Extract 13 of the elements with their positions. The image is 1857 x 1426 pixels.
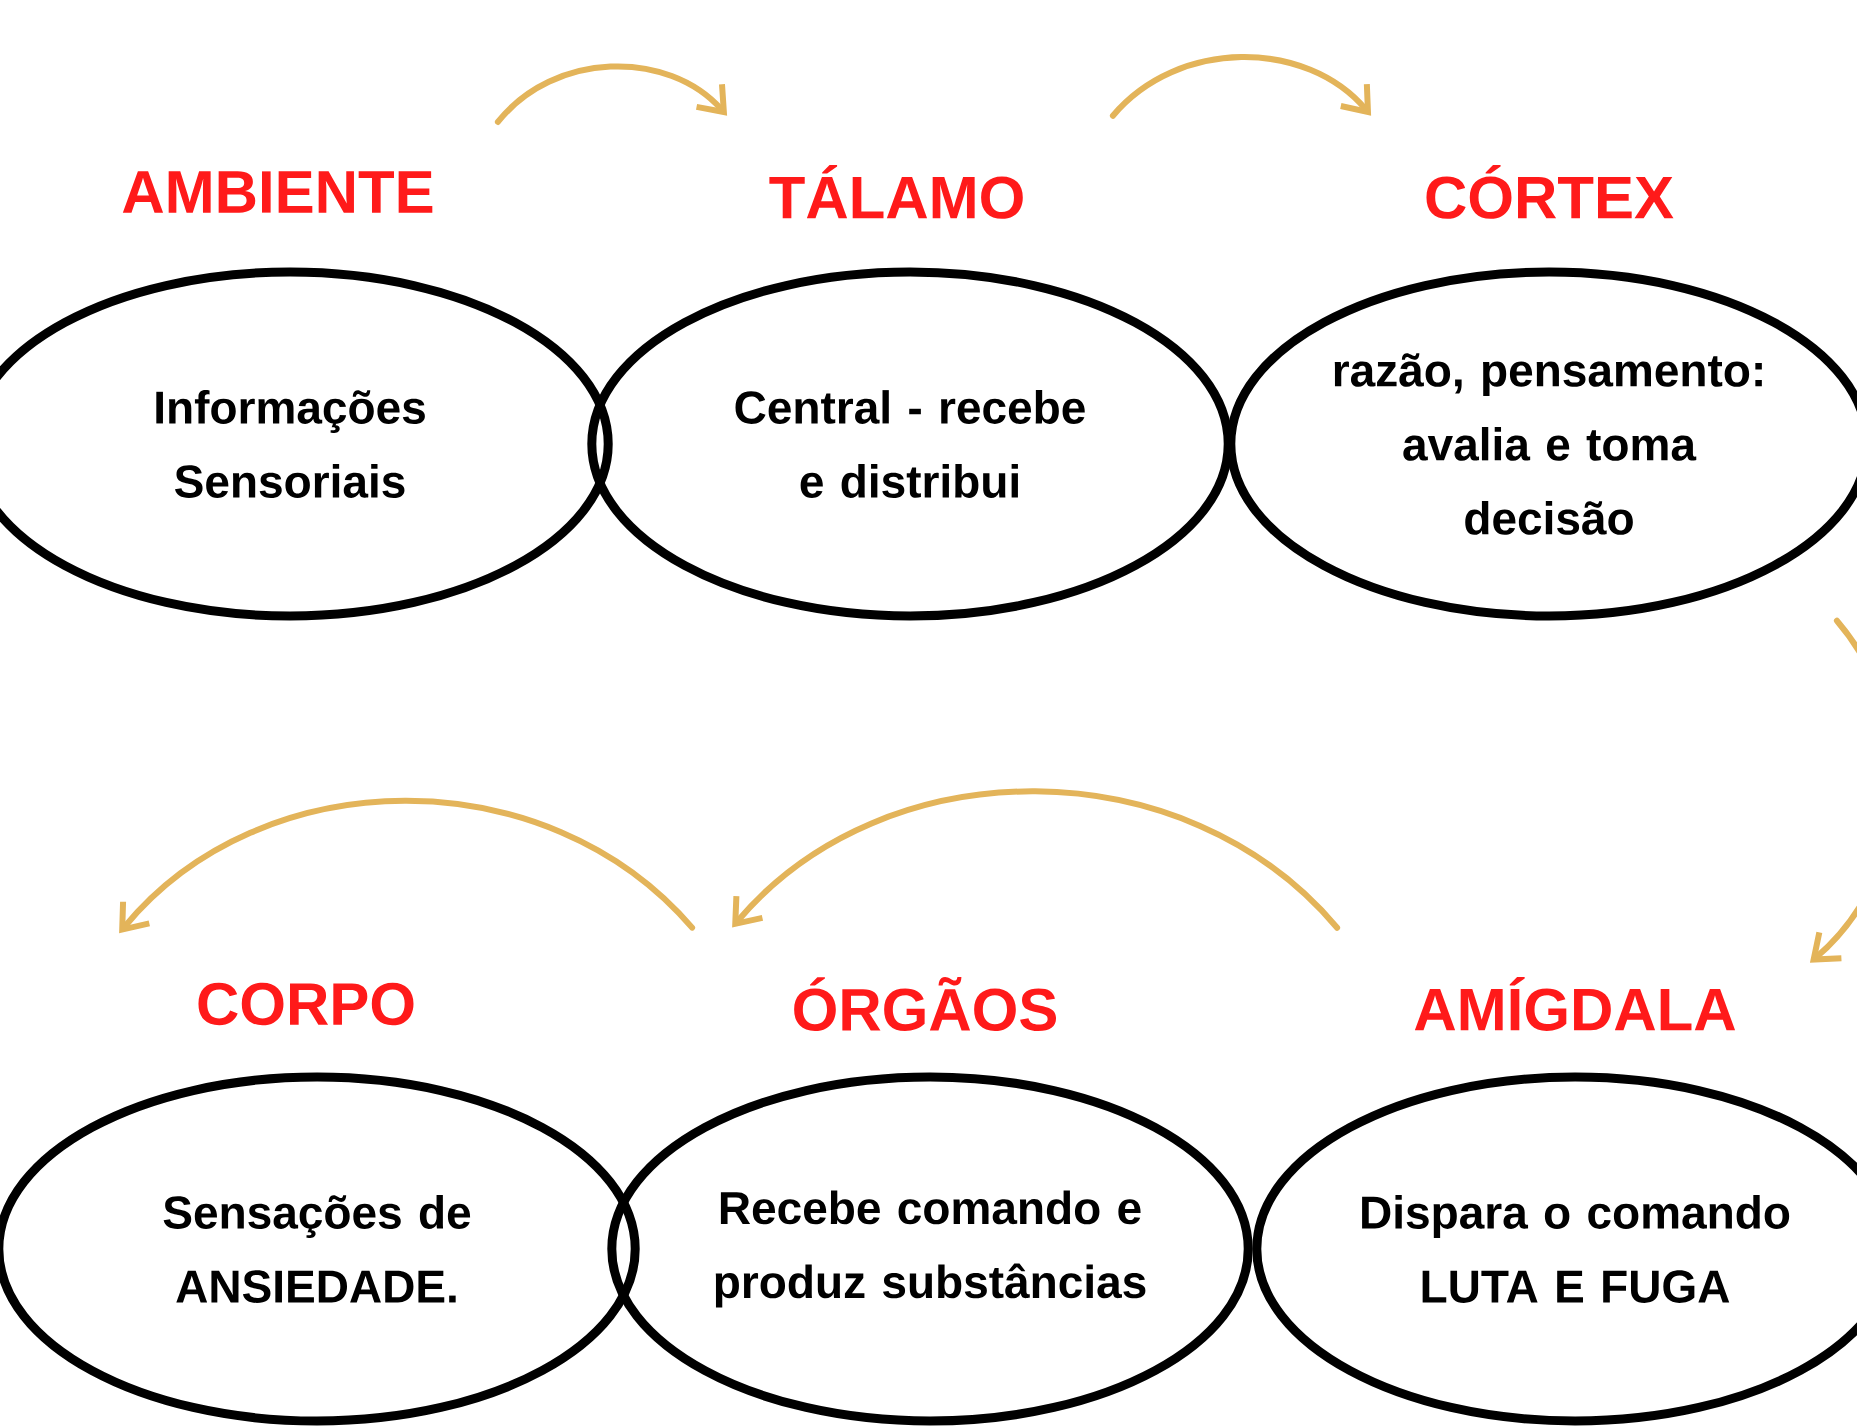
heading-label: CORPO: [198, 982, 414, 1026]
curved-arrow: [732, 788, 1341, 931]
curved-arrow: [494, 63, 728, 125]
curved-arrow: [1109, 54, 1372, 119]
heading-label: AMÍGDALA: [1414, 977, 1736, 1031]
heading-label: CÓRTEX: [1426, 165, 1674, 219]
ellipse-node: Central - recebe e distribui: [587, 267, 1233, 621]
curved-arrow: [119, 797, 696, 934]
ellipse-node: Recebe comando e produz substâncias: [607, 1072, 1253, 1426]
heading-label: AMBIENTE: [122, 171, 433, 213]
heading-label: TÁLAMO: [769, 165, 1023, 219]
curved-arrow: [1809, 617, 1857, 963]
heading-label: ÓRGÃOS: [794, 977, 1056, 1031]
